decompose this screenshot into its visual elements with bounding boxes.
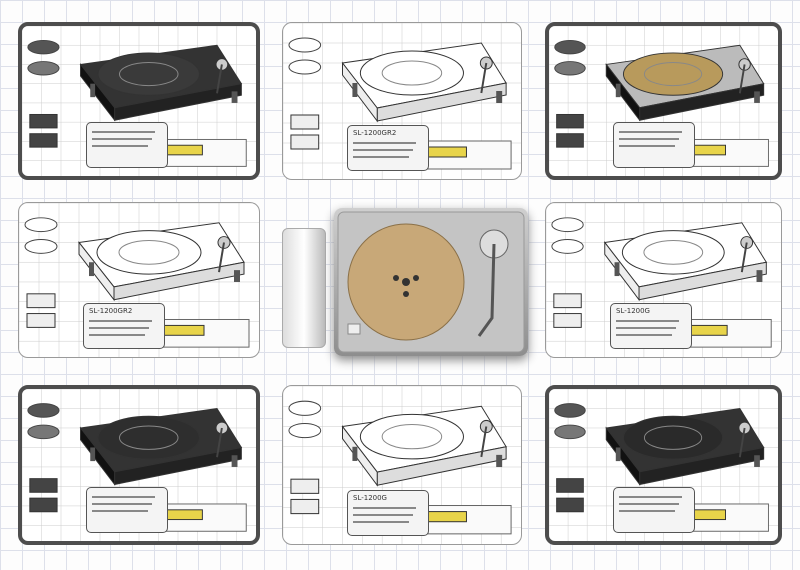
turntable-card: SL-1200G (282, 385, 522, 545)
parts-column (27, 39, 60, 148)
turntable-card: SL-1200G (545, 202, 782, 358)
model-label: SL-1200GR2 (89, 307, 133, 315)
description-box: SL-1200G (347, 490, 429, 536)
parts-column (554, 39, 586, 148)
description-box (613, 487, 695, 533)
turntable-top-view (337, 211, 525, 353)
turntable-card (18, 22, 260, 180)
tonearm (477, 243, 496, 337)
turntable-illustration (19, 203, 259, 357)
model-label: SL-1200G (353, 494, 387, 502)
turntable-card: SL-1200GR2 (282, 22, 522, 180)
turntable-card: SL-1200GR2 (18, 202, 260, 358)
turntable-illustration (549, 26, 778, 176)
parts-column (24, 217, 58, 328)
parts-column (288, 400, 322, 515)
turntable-illustration (283, 23, 521, 179)
parts-column (554, 403, 586, 513)
description-box (613, 122, 695, 168)
description-box (86, 122, 168, 168)
parts-column (27, 403, 60, 513)
turntable-card (545, 22, 782, 180)
cylinder-accessory (282, 228, 326, 348)
description-box: SL-1200GR2 (83, 303, 165, 349)
center-turntable (334, 208, 528, 356)
parts-column (288, 37, 322, 150)
description-box: SL-1200G (610, 303, 692, 349)
description-box: SL-1200GR2 (347, 125, 429, 171)
turntable-card (545, 385, 782, 545)
description-box (86, 487, 168, 533)
model-label: SL-1200GR2 (353, 129, 397, 137)
parts-column (551, 217, 584, 328)
turntable-illustration (546, 203, 781, 357)
model-label: SL-1200G (616, 307, 650, 315)
turntable-card (18, 385, 260, 545)
